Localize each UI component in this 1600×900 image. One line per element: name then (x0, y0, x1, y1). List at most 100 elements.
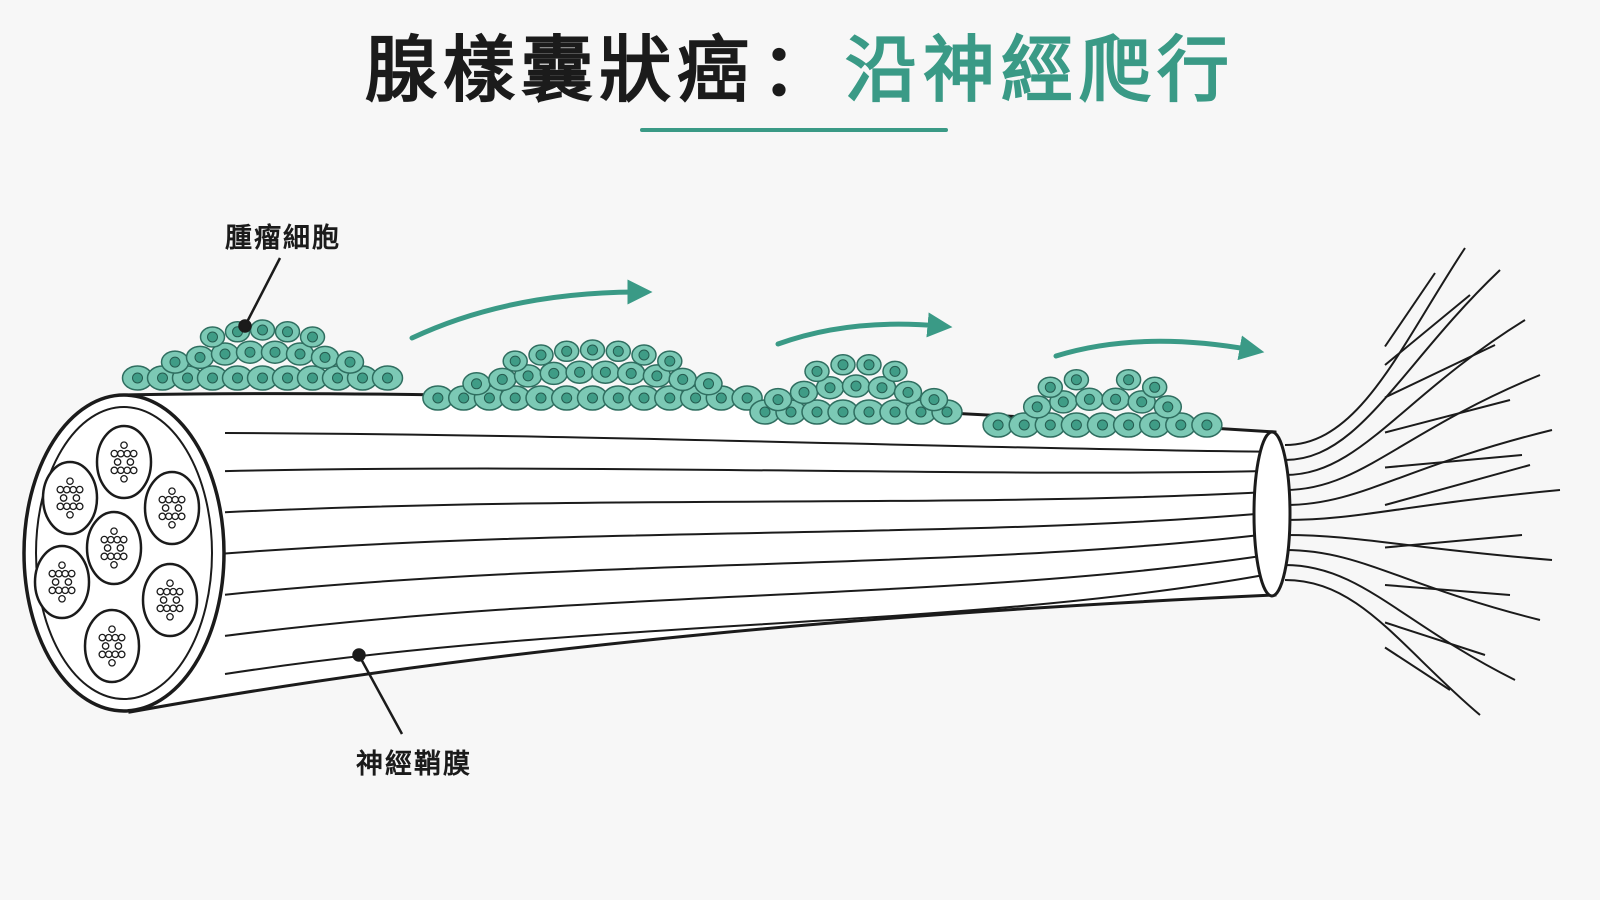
nerve-fiber (224, 533, 1263, 596)
tumor-cell (1101, 387, 1130, 412)
tumor-cell (1022, 395, 1052, 419)
axon (110, 560, 118, 569)
label-leaders (238, 257, 404, 735)
fascicle (41, 460, 99, 536)
axon (98, 650, 107, 659)
nerve-ending-strand (1284, 269, 1501, 461)
nerve-ending-branch (1384, 646, 1451, 691)
nerve-ending-branch (1384, 344, 1496, 399)
nerve-ending-branch (1384, 534, 1523, 549)
axon (72, 494, 81, 502)
tumor-cell (893, 380, 923, 405)
tumor-cell (982, 412, 1014, 438)
nerve-ending-strand (1284, 489, 1561, 521)
axon (166, 579, 174, 588)
tumor-cell (763, 387, 793, 412)
axon (113, 458, 122, 466)
tumor-cell (196, 365, 229, 391)
axon (174, 504, 183, 512)
nerve-fibers (224, 432, 1263, 675)
nerve-ending-branch (1384, 584, 1511, 596)
axon (175, 587, 184, 596)
axon (108, 658, 116, 667)
tumor-cell (221, 365, 254, 391)
fascicle (143, 470, 201, 546)
tumor-cell (631, 344, 657, 366)
tumor-cell (657, 350, 683, 372)
tumor-cell (502, 350, 528, 372)
tumor-cell (299, 326, 326, 348)
tumor-cell (801, 399, 833, 425)
nerve-fiber (224, 467, 1263, 474)
axon (168, 520, 176, 529)
tumor-cell (539, 361, 569, 386)
tumor-cell (565, 360, 594, 384)
tumor-cell (199, 326, 226, 348)
nerve-fiber (224, 491, 1263, 514)
axon (172, 596, 181, 604)
spread-arrow (775, 312, 953, 347)
tumor-cell (1141, 376, 1168, 399)
spread-arrow (1053, 335, 1265, 361)
tumor-cell (1037, 376, 1064, 399)
axon (59, 494, 68, 502)
axon (114, 642, 123, 650)
tumor-cell (121, 365, 154, 391)
axon (161, 504, 170, 512)
nerve-ending-strand (1284, 374, 1541, 491)
tumor-cell (1191, 412, 1223, 438)
axon (64, 578, 73, 586)
fascicle (85, 510, 143, 586)
tumor-cell (260, 340, 290, 364)
label-nerve-sheath: 神經鞘膜 (356, 749, 472, 780)
tumor-cell (668, 367, 697, 392)
spread-arrow (409, 279, 653, 341)
tumor-cell (335, 350, 365, 374)
axon (67, 569, 76, 578)
axon (58, 594, 66, 603)
tumor-cell (576, 385, 609, 411)
nerve-fascicles (33, 424, 201, 684)
tumor-cell (841, 374, 871, 398)
axon (168, 487, 176, 496)
tumor-cell (1115, 368, 1142, 391)
fascicle (33, 544, 91, 620)
nerve-ending-branch (1384, 272, 1436, 348)
tumor-cell (616, 361, 646, 386)
nerve-ending-strand (1284, 579, 1481, 716)
nerve-ending-branch (1384, 621, 1486, 656)
tumor-cell (879, 399, 911, 425)
nerve-ending-strand (1284, 549, 1541, 621)
axon (110, 527, 118, 536)
axon (103, 544, 112, 552)
axon (126, 458, 135, 466)
tumor-cell (274, 321, 301, 343)
tumor-cell (789, 380, 819, 405)
tumor-cell (579, 339, 606, 361)
title-main: 腺樣囊狀癌 (364, 28, 755, 112)
nerve-fiber (224, 432, 1263, 453)
tumor-cell (1153, 395, 1183, 419)
nerve-ending-strand (1284, 319, 1526, 476)
axon (58, 561, 66, 570)
tumor-cell (371, 365, 404, 391)
tumor-cell (804, 360, 830, 383)
tumor-cell (499, 385, 531, 411)
nerve-ending-strand (1284, 429, 1553, 506)
axon (108, 625, 116, 634)
tumor-cell (1075, 387, 1104, 412)
tumor-cell (553, 340, 580, 363)
tumor-cell (160, 350, 190, 374)
tumor-cell (528, 344, 554, 366)
axon (101, 642, 110, 650)
title-underline (640, 128, 948, 132)
axon (75, 485, 84, 494)
spread-arrows (409, 279, 1265, 361)
axon (66, 477, 74, 486)
axon (110, 466, 119, 475)
tumor-cell (550, 385, 583, 411)
axon (66, 510, 74, 519)
diagram-title: 腺樣囊狀癌：沿神經爬行 (0, 22, 1600, 118)
axon (51, 578, 60, 586)
nerve-ending-strand (1284, 564, 1516, 681)
